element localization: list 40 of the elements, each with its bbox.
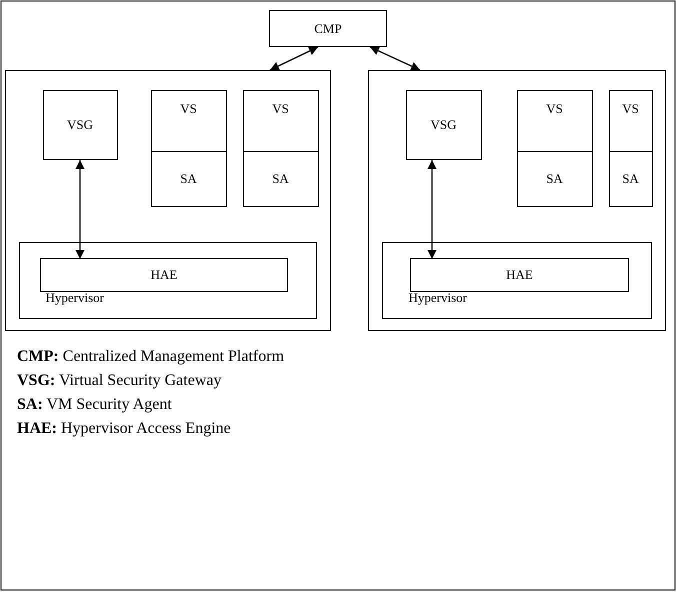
box-label: VS xyxy=(272,100,289,116)
component-box xyxy=(242,150,318,206)
component-box xyxy=(516,90,592,152)
component-box xyxy=(40,258,288,292)
box-label: VS xyxy=(546,100,563,116)
component-box xyxy=(150,90,226,152)
legend-text: CMP: Centralized Management Platform xyxy=(17,348,284,366)
legend-text: VSG: Virtual Security Gateway xyxy=(17,372,222,390)
box-label: HAE xyxy=(150,267,178,283)
component-box xyxy=(18,242,316,318)
component-box xyxy=(410,258,629,292)
host-box xyxy=(368,70,666,331)
double-arrow xyxy=(270,46,318,71)
component-box xyxy=(406,90,482,160)
box-label: VS xyxy=(622,100,639,116)
box-label: SA xyxy=(546,170,563,186)
component-box xyxy=(382,242,652,318)
host-box xyxy=(5,70,331,331)
box-label: VSG xyxy=(430,116,456,132)
double-arrow xyxy=(428,160,436,259)
legend-text: HAE: Hypervisor Access Engine xyxy=(17,420,231,438)
double-arrow xyxy=(370,46,420,71)
component-box xyxy=(42,90,118,160)
legend-text: SA: VM Security Agent xyxy=(17,396,172,414)
double-arrow xyxy=(76,160,84,259)
component-box xyxy=(516,150,592,206)
box-label: VSG xyxy=(67,116,93,132)
box-label: SA xyxy=(180,170,197,186)
box-label: SA xyxy=(272,170,289,186)
component-box xyxy=(608,150,652,206)
box-label: VS xyxy=(180,100,197,116)
box-label: HAE xyxy=(506,267,533,283)
component-box xyxy=(269,10,387,47)
component-box xyxy=(150,150,226,206)
box-label: Hypervisor xyxy=(46,290,104,306)
component-box xyxy=(608,90,652,152)
box-label: SA xyxy=(622,170,639,186)
box-label: Hypervisor xyxy=(408,290,467,306)
component-box xyxy=(242,90,318,152)
box-label: CMP xyxy=(314,20,342,36)
